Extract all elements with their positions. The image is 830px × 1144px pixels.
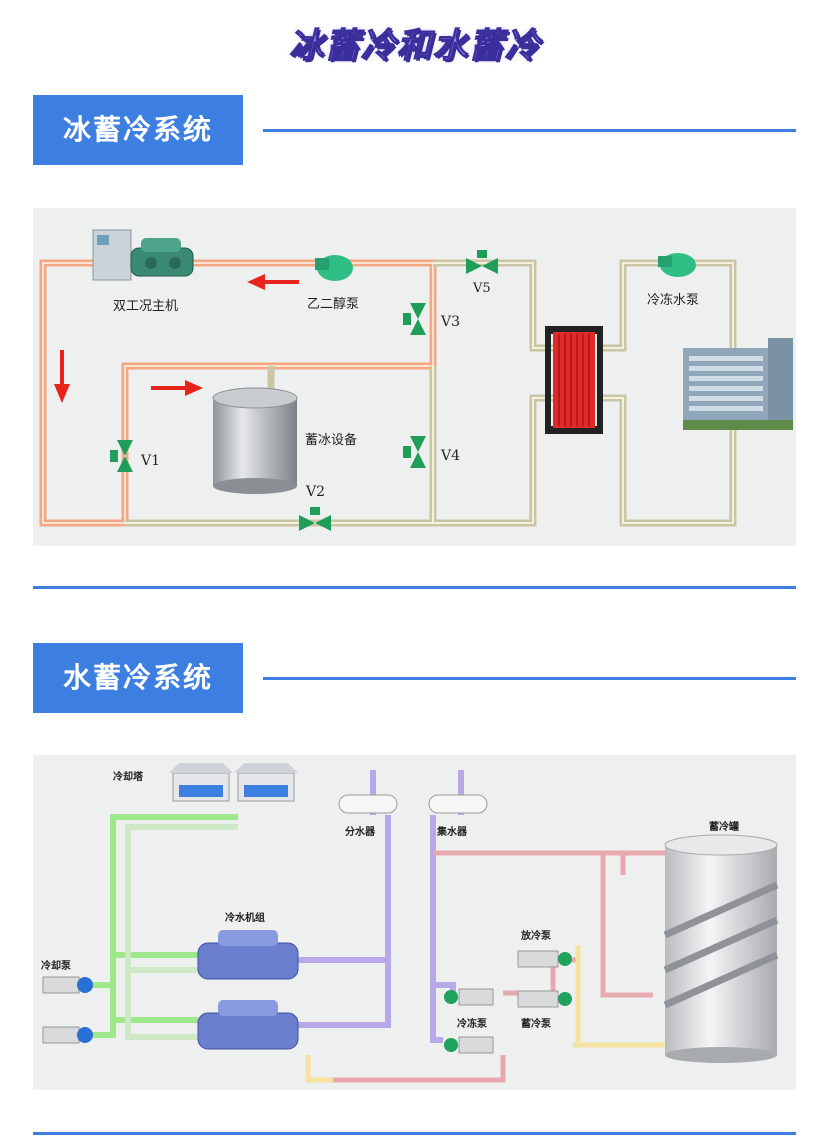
valve-v1-label: V1 [140,453,160,469]
storage-tank-label: 蓄冷罐 [709,820,739,833]
collector-label: 集水器 [436,825,468,838]
chilled-pump-label: 冷冻泵 [457,1017,488,1030]
cooling-pump-1 [42,976,93,994]
valve-v4-label: V4 [440,448,460,464]
water-section-header: 水蓄冷系统 [33,643,243,713]
charge-pump [517,990,572,1008]
cooling-tower-label: 冷却塔 [113,770,144,783]
cooling-pump-2 [42,1026,93,1044]
distributor [338,794,398,814]
chiller-unit-2 [197,1000,299,1050]
valve-v2-label: V2 [305,484,325,500]
flow-arrow-left [54,350,70,403]
chiller-unit-label: 冷水机组 [225,911,265,924]
valve-v1-icon [110,440,133,472]
cooling-tower-2 [234,763,298,802]
ice-header-line [263,129,796,132]
valve-v5-icon [466,250,498,274]
page-title: 冰蓄冷和水蓄冷 [288,25,541,66]
distributor-label: 分水器 [345,825,376,838]
water-header-line [263,677,796,680]
chilled-water-pipes [298,770,464,1043]
glycol-pump-icon [315,255,353,281]
storage-tank [663,834,779,1063]
chilled-water-pump-icon [658,253,696,277]
collector [428,794,488,814]
valve-v2-icon [299,507,331,531]
chiller-label: 双工况主机 [113,299,178,314]
ice-storage-label: 蓄冰设备 [305,432,357,448]
flow-arrow-mid [151,380,203,396]
water-storage-diagram: 冷却塔 分水器 集水器 冷水机组 冷却泵 [33,755,796,1090]
chiller-unit-1 [197,930,299,980]
section-divider-1 [33,586,796,589]
valve-v3-label: V3 [440,314,460,330]
section-divider-2 [33,1132,796,1135]
cooling-pump-label: 冷却泵 [41,959,72,972]
valve-v5-label: V5 [472,281,491,296]
charge-pipes [305,945,673,1083]
charge-pump-label: 蓄冷泵 [521,1017,552,1030]
chilled-pump-2 [444,1036,494,1054]
heat-exchanger [545,326,603,434]
ice-storage-tank [212,387,298,494]
chilled-water-pump-label: 冷冻水泵 [647,292,699,308]
discharge-pump-label: 放冷泵 [520,929,552,942]
glycol-pump-label: 乙二醇泵 [307,296,359,312]
cooling-tower-1 [169,763,233,802]
ice-storage-diagram: 双工况主机 乙二醇泵 冷冻水泵 [33,208,796,546]
cooling-water-pipes [88,814,238,1038]
flow-arrow-top [247,274,299,290]
valve-v4-icon [403,436,426,468]
chilled-pump-1 [444,988,494,1006]
ice-section-header: 冰蓄冷系统 [33,95,243,165]
building-icon [683,338,793,430]
valve-v3-icon [403,303,426,335]
chiller-machine [92,229,194,281]
cooling-return-pipes [125,824,238,1040]
discharge-pump [517,950,572,968]
